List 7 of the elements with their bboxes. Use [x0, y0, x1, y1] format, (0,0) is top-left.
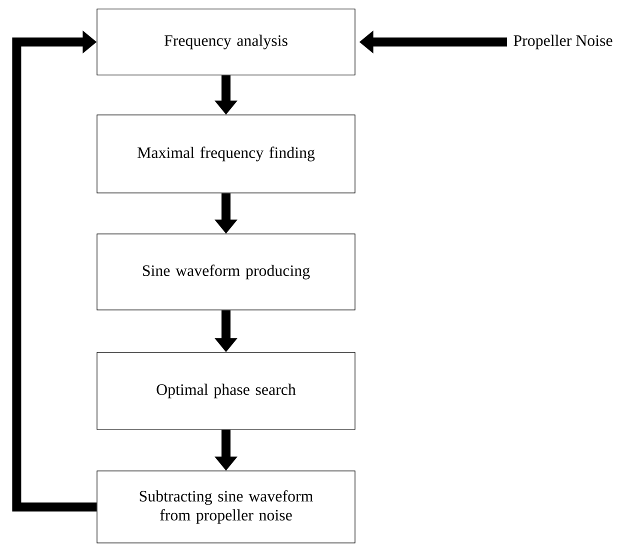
process-box: Maximal frequency finding [96, 114, 356, 194]
process-box: Optimal phase search [96, 352, 356, 430]
process-box: Subtracting sine waveform from propeller noise [96, 470, 356, 544]
process-box: Sine waveform producing [96, 234, 356, 310]
process-box: Frequency analysis [96, 8, 356, 76]
arrow [12, 30, 97, 512]
input-label: Propeller Noise [514, 34, 612, 50]
